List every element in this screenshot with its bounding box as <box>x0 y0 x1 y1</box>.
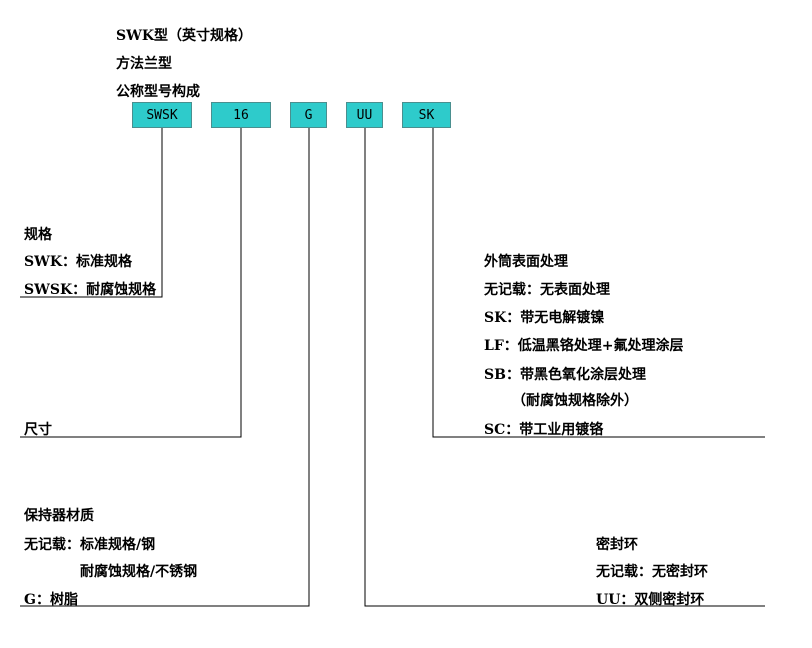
connector-spec <box>20 128 163 298</box>
retainer-resin: G：树脂 <box>24 592 78 608</box>
connector-surface <box>432 128 765 438</box>
retainer-corrosion: 耐腐蚀规格/不锈钢 <box>80 564 198 580</box>
code-box-uu: UU <box>346 102 383 128</box>
connector-retainer <box>20 128 310 607</box>
connector-seal <box>364 128 765 607</box>
header-title: SWK型（英寸规格） <box>116 28 253 44</box>
code-box-swsk: SWSK <box>132 102 192 128</box>
spec-title: 规格 <box>24 227 52 243</box>
surface-title: 外筒表面处理 <box>484 254 568 270</box>
header-flange-type: 方法兰型 <box>116 56 172 72</box>
seal-title: 密封环 <box>596 537 638 553</box>
size-title: 尺寸 <box>24 422 52 438</box>
surface-lf: LF：低温黑铬处理+氟处理涂层 <box>484 338 684 354</box>
code-box-16: 16 <box>211 102 271 128</box>
surface-sk: SK：带无电解镀镍 <box>484 310 605 326</box>
spec-swsk: SWSK：耐腐蚀规格 <box>24 282 157 298</box>
header-model-structure: 公称型号构成 <box>116 84 200 100</box>
seal-uu: UU：双侧密封环 <box>596 592 705 608</box>
code-box-sk: SK <box>402 102 451 128</box>
surface-sb: SB：带黑色氧化涂层处理 <box>484 367 646 383</box>
seal-none: 无记载：无密封环 <box>596 564 708 580</box>
surface-none: 无记载：无表面处理 <box>484 282 610 298</box>
retainer-title: 保持器材质 <box>24 508 94 524</box>
surface-sb-note: （耐腐蚀规格除外） <box>512 393 638 409</box>
retainer-standard: 无记载：标准规格/钢 <box>24 537 156 553</box>
surface-sc: SC：带工业用镀铬 <box>484 422 604 438</box>
spec-swk: SWK：标准规格 <box>24 254 133 270</box>
code-box-g: G <box>290 102 327 128</box>
connector-size <box>20 128 242 438</box>
